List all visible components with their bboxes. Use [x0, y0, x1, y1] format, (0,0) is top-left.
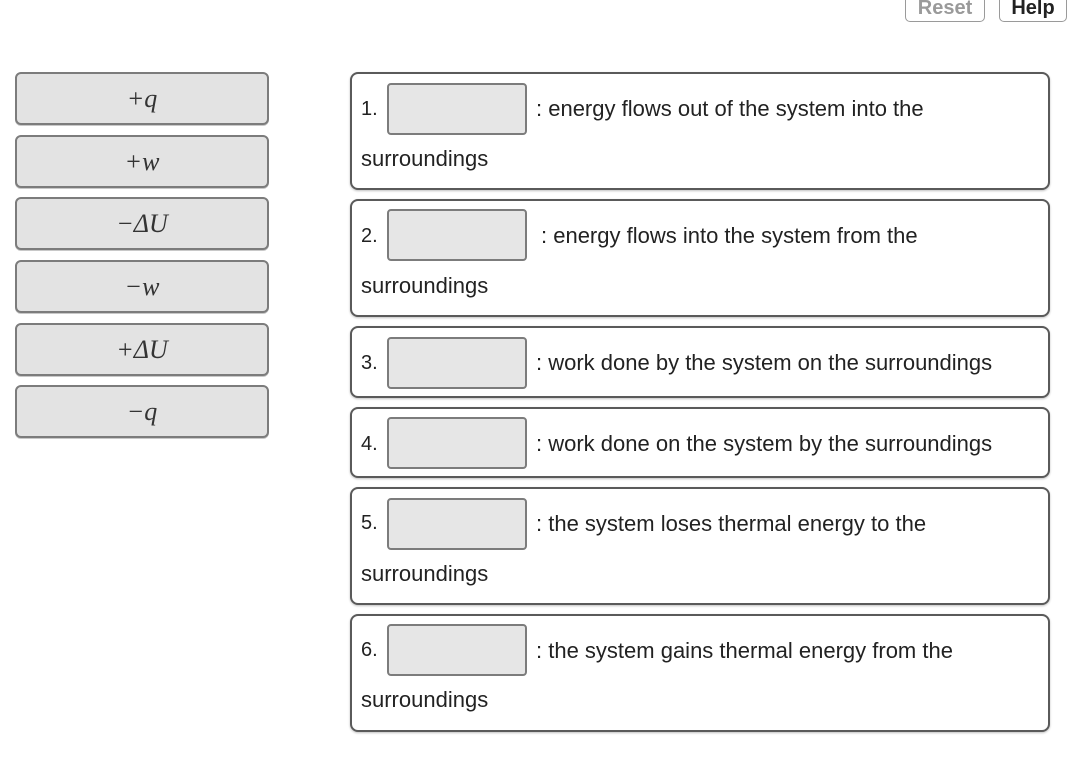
answer-chip-plus-w[interactable]: +w [15, 135, 269, 188]
answer-chip-plus-delta-u[interactable]: +ΔU [15, 323, 269, 376]
target-row-5: 5. : the system loses thermal energy to … [350, 487, 1050, 605]
target-number: 4. [361, 433, 378, 455]
answer-chip-minus-delta-u[interactable]: −ΔU [15, 197, 269, 250]
target-description: : the system loses thermal energy to the [536, 511, 927, 536]
drop-zone-3[interactable] [387, 337, 527, 389]
help-button[interactable]: Help [999, 0, 1067, 22]
answer-chip-minus-w[interactable]: −w [15, 260, 269, 313]
answer-chip-minus-q[interactable]: −q [15, 385, 269, 438]
answer-chip-plus-q[interactable]: +q [15, 72, 269, 125]
drop-zone-4[interactable] [387, 417, 527, 469]
target-number: 1. [361, 98, 378, 120]
target-description: : energy flows out of the system into th… [536, 96, 924, 121]
target-row-3: 3. : work done by the system on the surr… [350, 326, 1050, 398]
target-number: 2. [361, 225, 378, 247]
reset-button[interactable]: Reset [905, 0, 985, 22]
target-number: 6. [361, 639, 378, 661]
target-description: : energy flows into the system from the [541, 223, 918, 248]
target-number: 3. [361, 352, 378, 374]
target-description: : the system gains thermal energy from t… [536, 638, 953, 663]
drop-zone-2[interactable] [387, 209, 527, 261]
target-row-2: 2. : energy flows into the system from t… [350, 199, 1050, 317]
drop-zone-6[interactable] [387, 624, 527, 676]
drop-zone-5[interactable] [387, 498, 527, 550]
target-description: : work done by the system on the surroun… [536, 350, 993, 375]
target-row-1: 1. : energy flows out of the system into… [350, 72, 1050, 190]
drop-zone-1[interactable] [387, 83, 527, 135]
target-row-6: 6. : the system gains thermal energy fro… [350, 614, 1050, 732]
target-description-continuation: surroundings [361, 146, 489, 171]
target-description-continuation: surroundings [361, 687, 489, 712]
target-description: : work done on the system by the surroun… [536, 431, 993, 456]
target-row-4: 4. : work done on the system by the surr… [350, 407, 1050, 478]
target-description-continuation: surroundings [361, 273, 489, 298]
target-description-continuation: surroundings [361, 561, 489, 586]
target-number: 5. [361, 512, 378, 534]
